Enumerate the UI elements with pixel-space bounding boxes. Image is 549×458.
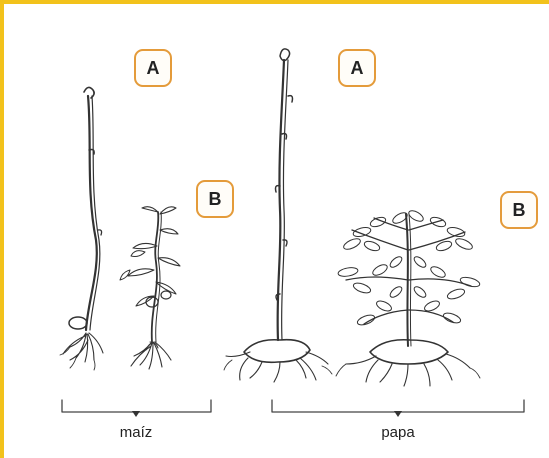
caption-maiz: maíz — [76, 424, 196, 441]
maiz-b-plant-icon — [120, 207, 180, 369]
label-papa-a: A — [338, 49, 376, 87]
papa-a-plant-icon — [224, 49, 332, 382]
label-maiz-b: B — [196, 180, 234, 218]
maiz-bracket-pointer-icon — [132, 411, 140, 417]
papa-b-plant-icon — [336, 209, 481, 386]
papa-bracket-pointer-icon — [394, 411, 402, 417]
label-maiz-a: A — [134, 49, 172, 87]
caption-papa: papa — [338, 424, 458, 441]
label-papa-b: B — [500, 191, 538, 229]
maiz-bracket — [62, 400, 211, 412]
maiz-a-plant-icon — [60, 87, 103, 370]
papa-bracket — [272, 400, 524, 412]
